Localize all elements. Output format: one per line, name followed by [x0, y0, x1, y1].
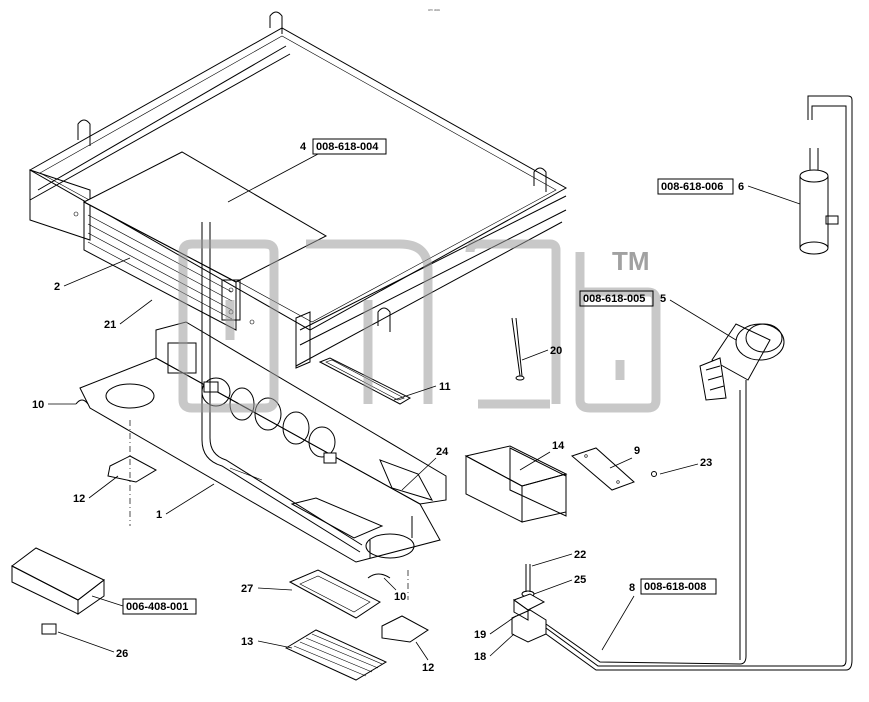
callout-24: 24	[436, 446, 449, 458]
callout-11: 11	[439, 381, 451, 393]
screw-23	[651, 471, 657, 477]
callout-23: 23	[700, 457, 712, 469]
callout-10b: 10	[394, 591, 406, 603]
part-code-5: 008-618-005	[583, 293, 645, 305]
callout-6-number: 6	[738, 181, 744, 193]
callout-26: 26	[116, 648, 128, 660]
callout-18: 18	[474, 651, 486, 663]
roof-unit	[28, 11, 568, 369]
callout-8-number: 8	[629, 582, 635, 594]
callout-5-number: 5	[660, 293, 666, 305]
callout-1: 1	[156, 509, 162, 521]
watermark-logo: TM	[178, 239, 661, 413]
filter-frame-27	[288, 569, 381, 619]
compressor-5	[699, 323, 785, 401]
receiver-drier-6	[799, 148, 839, 255]
callout-20: 20	[550, 345, 562, 357]
callout-12b: 12	[422, 662, 434, 674]
refrigerant-line-8	[545, 95, 853, 671]
evaporator-block-14	[464, 445, 568, 523]
filter-mat-13	[284, 629, 388, 681]
part-code-box-5	[579, 290, 654, 307]
part-code-box-relay	[122, 598, 197, 615]
clip-10b	[367, 573, 391, 579]
drain-pipe	[201, 222, 363, 553]
relay-box-26	[11, 547, 105, 635]
gasket-12a	[107, 455, 158, 483]
part-code-8: 008-618-008	[644, 581, 706, 593]
header-mark: ᵃᵐ ᵃᵃᵃ	[428, 8, 440, 14]
thermostat-probe-20	[511, 317, 525, 381]
dash-panel	[79, 321, 447, 563]
part-code-6: 008-618-006	[661, 181, 723, 193]
part-code-box-8	[640, 578, 717, 595]
callout-14: 14	[552, 440, 565, 452]
callout-10a: 10	[32, 399, 44, 411]
part-code-relay: 006-408-001	[126, 601, 188, 613]
callout-13: 13	[241, 636, 253, 648]
valve-stack	[511, 564, 547, 643]
callout-19: 19	[474, 629, 486, 641]
gasket-12b	[381, 615, 429, 643]
callout-25: 25	[574, 574, 586, 586]
callout-12a: 12	[73, 493, 85, 505]
clip-10a	[75, 399, 89, 405]
callout-9: 9	[634, 445, 640, 457]
cover-plate-9	[571, 447, 635, 491]
callout-21: 21	[104, 319, 116, 331]
callout-22: 22	[574, 549, 586, 561]
callout-4-number: 4	[300, 141, 307, 153]
trademark-text: TM	[612, 246, 650, 276]
part-code-box-4	[312, 138, 387, 155]
part-code-box-6	[657, 178, 734, 195]
vent-grille-11	[318, 357, 412, 405]
part-code-4: 008-618-004	[316, 141, 379, 153]
callout-27: 27	[241, 583, 253, 595]
callout-2: 2	[54, 281, 60, 293]
